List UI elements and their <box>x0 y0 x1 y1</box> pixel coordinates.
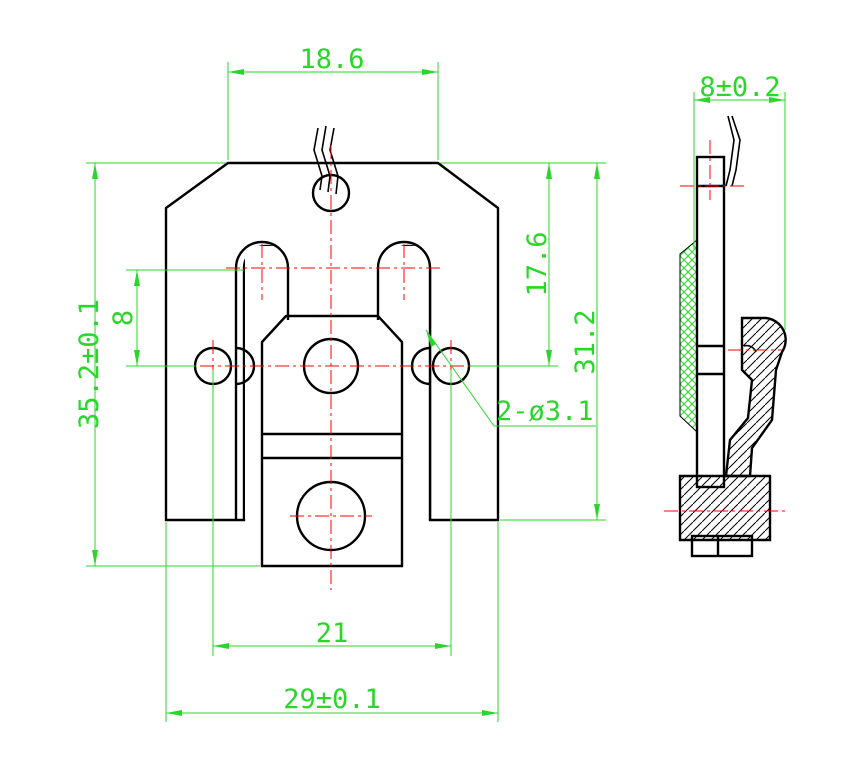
dim-hole-note: 2-ø3.1 <box>496 396 594 427</box>
dim-slot-offset: 8 <box>108 310 139 326</box>
side-plate <box>695 155 726 489</box>
dim-side-thickness: 8±0.2 <box>699 72 780 103</box>
front-view <box>150 125 520 590</box>
gauge-mesh <box>679 238 698 434</box>
side-base-foot <box>690 534 754 558</box>
side-base <box>678 474 772 542</box>
right-slot <box>376 240 432 520</box>
lead-wire-2 <box>321 125 331 193</box>
left-slot <box>234 240 290 520</box>
lead-wire-1 <box>313 127 323 191</box>
lead-wire-3 <box>329 127 339 195</box>
center-block <box>260 314 404 568</box>
side-lead-wires <box>725 115 741 187</box>
front-dimensions: 18.6 35.2±0.1 8 17.6 31.2 2-ø3.1 <box>74 44 606 722</box>
dim-overall-height: 35.2±0.1 <box>74 299 105 429</box>
side-tongue <box>724 316 787 478</box>
dim-top-width: 18.6 <box>299 44 364 75</box>
side-dimensions: 8±0.2 <box>693 72 786 330</box>
side-view <box>664 115 787 558</box>
dim-slot-depth: 17.6 <box>522 231 553 296</box>
dim-overall-width: 29±0.1 <box>283 684 381 715</box>
dim-hole-spacing: 21 <box>316 618 349 649</box>
dim-body-height: 31.2 <box>570 309 601 374</box>
